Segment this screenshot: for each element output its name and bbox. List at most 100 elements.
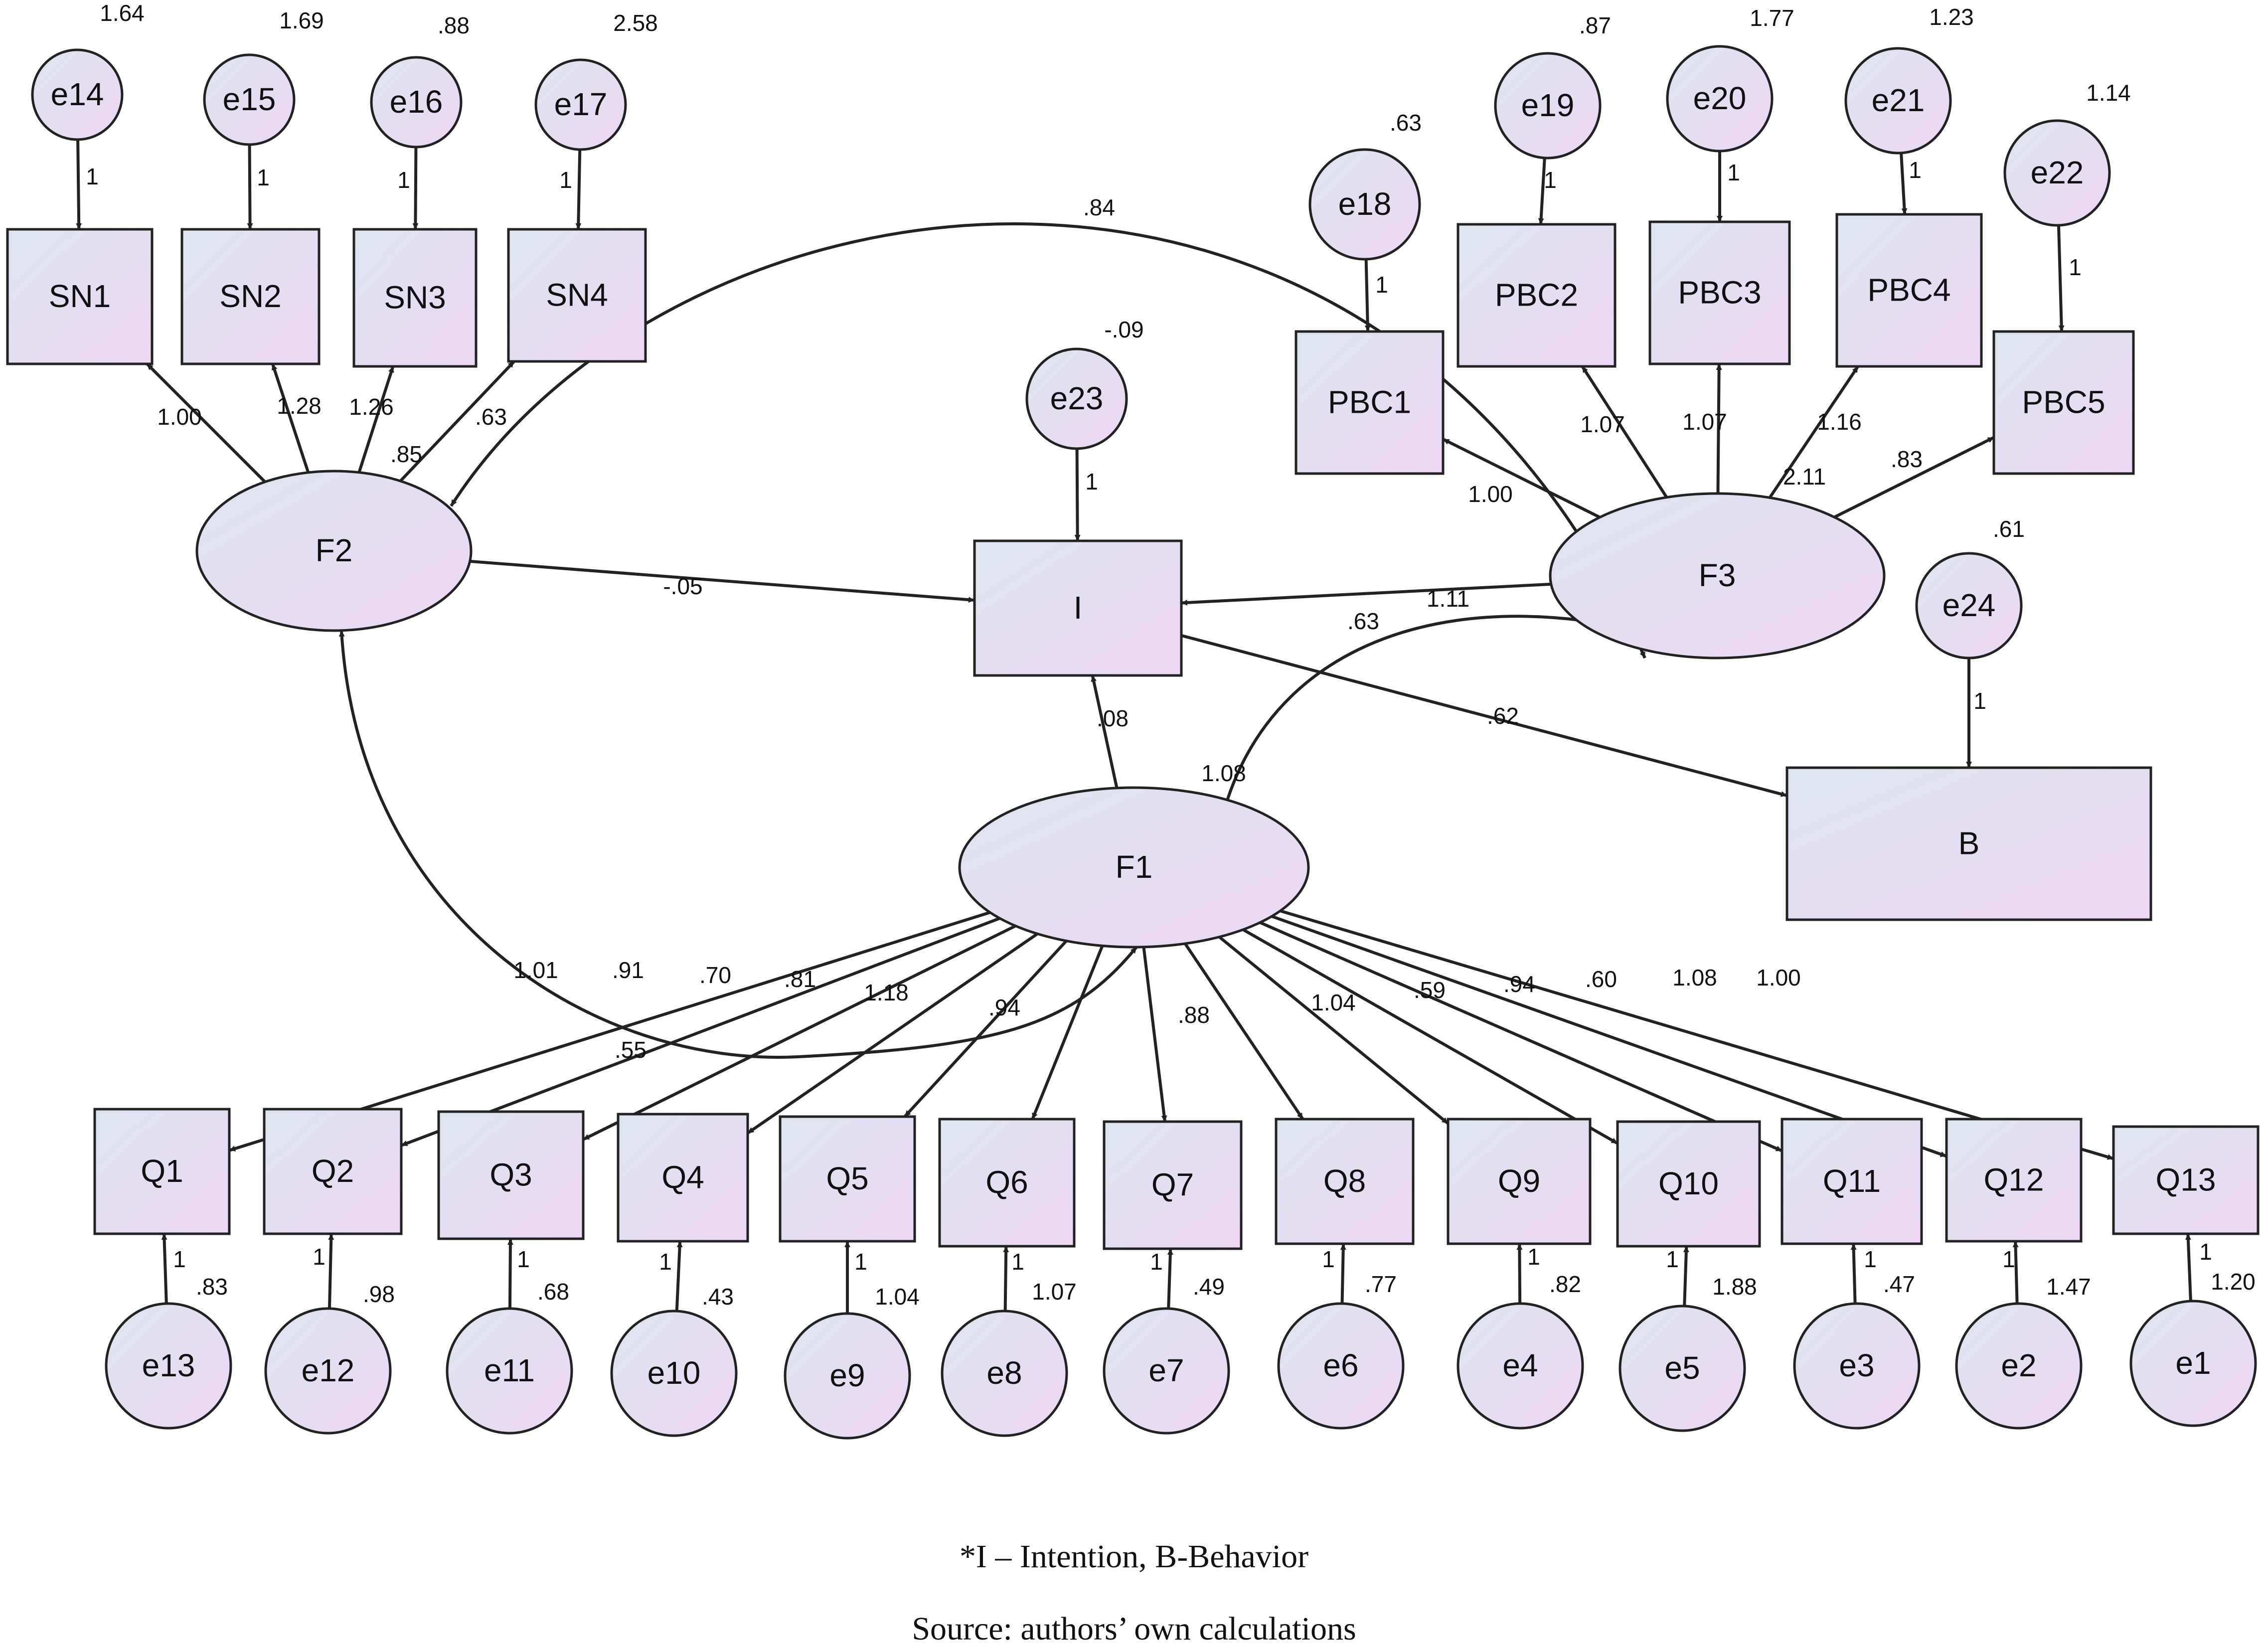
edge-e7-to-Q7 bbox=[1167, 1248, 1173, 1309]
edge-label-F2-I: -.05 bbox=[663, 573, 702, 599]
edge-F3-to-PBC5 bbox=[1833, 436, 1995, 519]
node-shape-Q6 bbox=[938, 1118, 1076, 1248]
node-e1: e1 bbox=[2129, 1300, 2257, 1427]
node-e8: e8 bbox=[941, 1310, 1068, 1437]
node-shape-e22 bbox=[2003, 119, 2111, 227]
node-label-e17: e17 bbox=[554, 86, 608, 122]
node-shape-e8 bbox=[941, 1310, 1068, 1437]
node-shape-Q1 bbox=[93, 1108, 231, 1235]
edge-F1-to-Q5 bbox=[903, 940, 1068, 1118]
edge-label-F1-Q1: 1.01 bbox=[513, 957, 558, 983]
node-shape-e18 bbox=[1308, 148, 1421, 261]
node-shape-F1 bbox=[958, 786, 1310, 949]
node-shape-PBC1 bbox=[1295, 330, 1445, 475]
edge-F1-to-Q2 bbox=[400, 917, 1000, 1147]
node-label-F2: F2 bbox=[316, 532, 353, 568]
variance-label-e18: .63 bbox=[1390, 110, 1422, 136]
node-label-Q5: Q5 bbox=[826, 1160, 868, 1196]
edge-label-F3-PBC3: 1.07 bbox=[1682, 409, 1727, 435]
node-shape-PBC3 bbox=[1648, 220, 1791, 365]
edge-label-F2-SN4: .63 bbox=[475, 404, 507, 430]
variance-label-e22: 1.14 bbox=[2086, 80, 2131, 106]
node-shape-Q11 bbox=[1781, 1118, 1923, 1245]
node-Q4: Q4 bbox=[617, 1113, 749, 1243]
node-PBC2: PBC2 bbox=[1457, 223, 1617, 368]
edge-F1-to-Q6 bbox=[1031, 945, 1104, 1120]
edge-F2-to-I bbox=[470, 560, 975, 603]
node-label-B: B bbox=[1958, 825, 1980, 861]
edge-label-I-B: .62 bbox=[1487, 703, 1519, 729]
extra-label-0: .85 bbox=[390, 441, 422, 467]
edge-label-F3-PBC4: 1.16 bbox=[1817, 409, 1862, 435]
node-shape-SN2 bbox=[180, 228, 321, 365]
node-shape-e15 bbox=[203, 53, 296, 146]
variance-label-e5: 1.88 bbox=[1712, 1274, 1757, 1300]
node-e9: e9 bbox=[784, 1312, 911, 1440]
node-SN2: SN2 bbox=[180, 228, 321, 365]
node-label-e7: e7 bbox=[1148, 1352, 1184, 1388]
node-shape-e17 bbox=[534, 58, 627, 151]
edge-label-e6-Q8: 1 bbox=[1322, 1246, 1335, 1272]
node-label-Q12: Q12 bbox=[1984, 1161, 2044, 1197]
covariance-F2-F3 bbox=[450, 222, 1646, 659]
variance-label-e17: 2.58 bbox=[613, 10, 658, 36]
edge-e18-to-PBC1 bbox=[1364, 259, 1371, 332]
edge-F1-to-Q12 bbox=[1271, 915, 1947, 1158]
edge-e13-to-Q1 bbox=[161, 1233, 168, 1304]
edge-label-e13-Q1: 1 bbox=[173, 1246, 186, 1272]
node-Q10: Q10 bbox=[1616, 1120, 1761, 1248]
edge-e3-to-Q11 bbox=[1850, 1243, 1857, 1304]
node-PBC4: PBC4 bbox=[1835, 213, 1983, 368]
edge-label-F3-I: .63 bbox=[1347, 608, 1379, 634]
edge-F3-to-I bbox=[1181, 582, 1551, 606]
node-label-Q2: Q2 bbox=[312, 1153, 354, 1189]
node-label-e13: e13 bbox=[142, 1347, 195, 1383]
node-e16: e16 bbox=[370, 56, 463, 149]
edge-F1-to-Q4 bbox=[747, 932, 1038, 1135]
extra-label-1: 1.11 bbox=[1427, 586, 1469, 612]
edge-label-F1-Q5: 1.18 bbox=[864, 980, 909, 1005]
edge-e12-to-Q2 bbox=[327, 1233, 334, 1309]
node-shape-SN1 bbox=[6, 228, 154, 365]
edge-F2-to-SN3 bbox=[357, 366, 395, 473]
variance-label-e6: .77 bbox=[1365, 1271, 1397, 1297]
edge-label-e15-SN2: 1 bbox=[257, 165, 270, 190]
variance-label-F3: 2.11 bbox=[1783, 464, 1826, 490]
node-label-e22: e22 bbox=[2031, 155, 2084, 190]
node-label-Q11: Q11 bbox=[1823, 1163, 1881, 1199]
node-shape-e24 bbox=[1915, 552, 2023, 660]
caption-legend: *I – Intention, B-Behavior bbox=[959, 1538, 1309, 1575]
node-B: B bbox=[1785, 766, 2152, 921]
node-label-e5: e5 bbox=[1664, 1350, 1700, 1386]
edge-label-e22-PBC5: 1 bbox=[2069, 254, 2082, 280]
node-label-PBC4: PBC4 bbox=[1867, 272, 1950, 308]
node-label-e24: e24 bbox=[1943, 587, 1996, 623]
edge-label-e4-Q9: 1 bbox=[1527, 1244, 1540, 1270]
node-label-Q8: Q8 bbox=[1323, 1163, 1366, 1199]
node-label-e14: e14 bbox=[51, 76, 104, 112]
edge-label-F1-Q4: .81 bbox=[784, 966, 816, 992]
edge-F3-to-PBC1 bbox=[1442, 438, 1601, 519]
node-shape-Q7 bbox=[1103, 1120, 1243, 1250]
node-label-SN3: SN3 bbox=[384, 279, 446, 315]
node-F3: F3 bbox=[1549, 492, 1886, 660]
node-shape-Q3 bbox=[437, 1110, 585, 1240]
node-label-PBC3: PBC3 bbox=[1678, 274, 1761, 310]
variance-label-e2: 1.47 bbox=[2046, 1274, 2091, 1300]
node-I: I bbox=[973, 539, 1183, 677]
edge-label-F1-Q12: 1.08 bbox=[1672, 965, 1717, 990]
edge-label-F3-PBC2: 1.07 bbox=[1580, 411, 1625, 437]
node-label-F3: F3 bbox=[1699, 557, 1736, 593]
edge-label-F1-Q13: 1.00 bbox=[1756, 965, 1801, 990]
edge-label-F3-PBC5: .83 bbox=[1891, 446, 1923, 472]
node-label-Q3: Q3 bbox=[489, 1156, 532, 1192]
edge-label-e5-Q10: 1 bbox=[1666, 1246, 1679, 1272]
edge-label-e23-I: 1 bbox=[1085, 469, 1098, 495]
edge-F1-to-Q11 bbox=[1259, 921, 1783, 1153]
node-label-e15: e15 bbox=[223, 81, 276, 117]
node-shape-e19 bbox=[1494, 52, 1602, 160]
node-label-e19: e19 bbox=[1521, 87, 1575, 123]
node-label-Q13: Q13 bbox=[2156, 1161, 2216, 1197]
node-label-e20: e20 bbox=[1693, 80, 1747, 116]
